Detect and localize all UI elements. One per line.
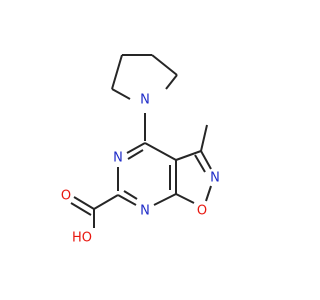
bond-c3-methyl: [200, 124, 208, 152]
bond-c3-n2-inner: [194, 154, 206, 173]
bond-o1-c7a: [175, 193, 195, 204]
bond-c-double-o: [73, 196, 95, 210]
molecule-structure: N N N N O O HO: [61, 54, 220, 246]
bond-c4-n3: [126, 142, 146, 154]
atom-carbonyl-o: O: [61, 189, 71, 204]
bond-pyrrolidine-4: [111, 54, 123, 90]
bond-c3-n2: [200, 150, 212, 170]
pyrrolidine-ring: [111, 54, 178, 100]
bond-c2-cooh: [93, 194, 119, 210]
atom-isoxazole-n: N: [210, 171, 220, 186]
bond-c4a-c3: [175, 150, 202, 161]
bond-pyrrolidine-2: [165, 74, 178, 90]
bond-c-double-o-2: [70, 202, 92, 216]
bond-n1-c7a: [153, 193, 177, 206]
bond-c4-n3-inner: [127, 149, 144, 160]
atom-isoxazole-o: O: [197, 204, 207, 219]
pyrimidine-ring: [117, 142, 177, 206]
bond-c2-n1-inner: [123, 190, 138, 200]
atom-pyrimidine-n-lower: N: [140, 204, 150, 219]
isoxazole-ring: [175, 124, 212, 204]
bond-pyrrolidine-5: [111, 88, 131, 100]
atom-pyrrolidine-n: N: [140, 93, 150, 108]
bond-c4-c4a: [144, 142, 177, 161]
bond-c2-n1: [117, 194, 137, 206]
structure-canvas: N N N N O O HO: [60, 54, 220, 246]
bond-n2-o1: [205, 185, 212, 202]
bond-pyrrolidine-1: [151, 54, 178, 76]
carboxyl-group: [70, 194, 119, 228]
atom-pyrimidine-n-upper: N: [113, 151, 123, 166]
atom-hydroxyl: HO: [72, 231, 92, 246]
